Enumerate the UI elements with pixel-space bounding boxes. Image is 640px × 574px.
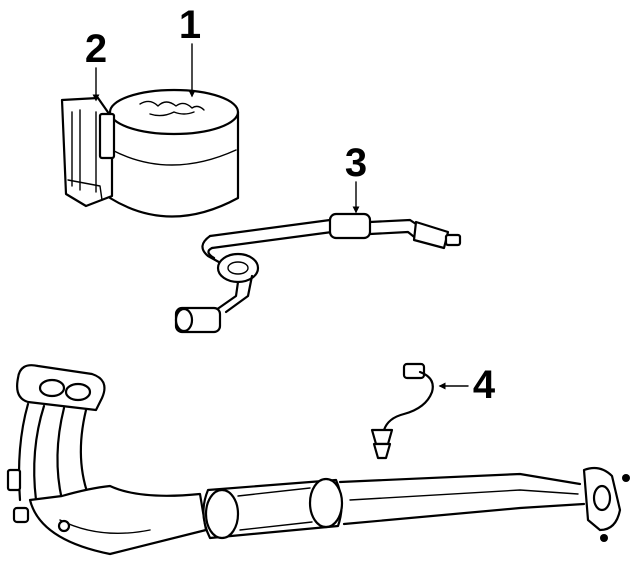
callout-1-label: 1 bbox=[179, 3, 201, 47]
part-1-canister bbox=[108, 88, 240, 218]
callout-2-label: 2 bbox=[85, 27, 107, 71]
part-4-oxygen-sensor bbox=[370, 362, 434, 460]
callout-3: 3 bbox=[345, 141, 367, 214]
callout-4-label: 4 bbox=[473, 363, 496, 407]
callout-2: 2 bbox=[85, 27, 107, 102]
exhaust-pipe-assembly bbox=[6, 364, 630, 556]
callout-4: 4 bbox=[438, 363, 496, 407]
part-3-hose-assembly bbox=[174, 212, 462, 334]
part-2-bracket bbox=[60, 96, 116, 208]
callout-1: 1 bbox=[179, 3, 201, 98]
callout-3-label: 3 bbox=[345, 141, 367, 185]
